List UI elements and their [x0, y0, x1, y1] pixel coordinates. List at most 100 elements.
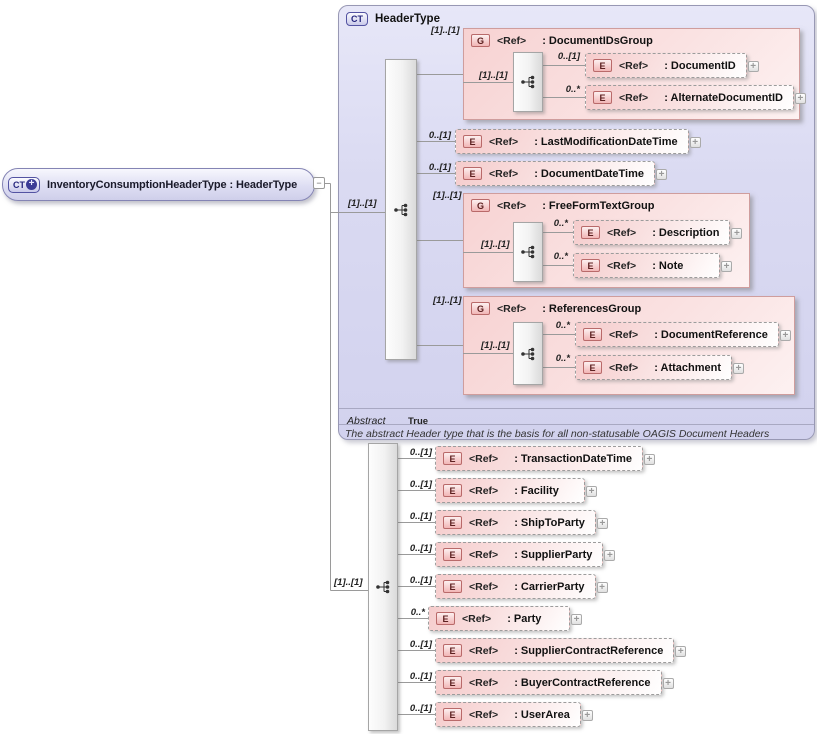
ref-label: <Ref>: [469, 548, 499, 561]
ref-label: <Ref>: [609, 328, 639, 341]
cardinality-label: 0..[1]: [428, 162, 451, 173]
group-name: : FreeFormTextGroup: [542, 199, 655, 212]
ct-label: CT: [13, 179, 25, 190]
element-badge: E: [463, 167, 482, 180]
expand-icon[interactable]: +: [571, 614, 582, 625]
cardinality-label: 0..[1]: [409, 543, 432, 554]
cardinality-label: [1]..[1]: [431, 25, 460, 36]
expand-icon[interactable]: +: [733, 363, 745, 374]
element-badge: E: [583, 328, 602, 341]
element-name: : CarrierParty: [514, 580, 585, 593]
element-carrier-party[interactable]: E <Ref> : CarrierParty +: [435, 574, 608, 599]
group-header: G <Ref> : FreeFormTextGroup: [464, 194, 749, 212]
element-badge: E: [436, 612, 455, 625]
root-type-node[interactable]: CT + InventoryConsumptionHeaderType : He…: [2, 168, 315, 201]
element-name: : AlternateDocumentID: [664, 91, 783, 104]
sequence-compositor-lower[interactable]: [368, 443, 398, 731]
ref-label: <Ref>: [619, 91, 649, 104]
ref-label: <Ref>: [497, 34, 527, 47]
sequence-compositor-documentids[interactable]: [513, 52, 543, 112]
sequence-icon: [521, 245, 535, 259]
element-transaction-datetime[interactable]: E <Ref> : TransactionDateTime +: [435, 446, 655, 471]
group-name: : ReferencesGroup: [542, 302, 642, 315]
element-note[interactable]: E <Ref> : Note +: [573, 253, 732, 278]
expand-icon[interactable]: +: [689, 137, 701, 148]
headertype-title: CT HeaderType: [346, 12, 440, 26]
cardinality-label: 0..[1]: [409, 511, 432, 522]
sequence-compositor-freeformtext[interactable]: [513, 222, 543, 282]
cardinality-label: [1]..[1]: [481, 239, 510, 250]
expand-icon[interactable]: +: [779, 330, 791, 341]
cardinality-label: 0..*: [555, 320, 570, 331]
element-badge: E: [593, 59, 612, 72]
collapse-toggle[interactable]: −: [313, 177, 325, 189]
element-badge: E: [581, 226, 600, 239]
ref-label: <Ref>: [462, 612, 492, 625]
expand-icon[interactable]: +: [747, 61, 759, 72]
element-description[interactable]: E <Ref> : Description +: [573, 220, 743, 245]
element-badge: E: [593, 91, 612, 104]
cardinality-label: 0..[1]: [409, 703, 432, 714]
element-supplier-party[interactable]: E <Ref> : SupplierParty +: [435, 542, 616, 567]
element-document-datetime[interactable]: E <Ref> : DocumentDateTime +: [455, 161, 668, 186]
element-supplier-contract-reference[interactable]: E <Ref> : SupplierContractReference +: [435, 638, 687, 663]
ref-label: <Ref>: [607, 259, 637, 272]
expand-icon[interactable]: +: [604, 550, 616, 561]
expand-icon[interactable]: +: [643, 454, 655, 465]
cardinality-label: [1]..[1]: [433, 190, 462, 201]
cardinality-label: 0..[1]: [409, 671, 432, 682]
element-party[interactable]: E <Ref> : Party +: [428, 606, 582, 631]
expand-icon[interactable]: +: [586, 486, 597, 497]
expand-icon[interactable]: +: [675, 646, 687, 657]
expand-icon[interactable]: +: [721, 261, 732, 272]
root-type-label: InventoryConsumptionHeaderType : HeaderT…: [47, 178, 298, 191]
element-badge: E: [443, 580, 462, 593]
headertype-name: HeaderType: [375, 13, 440, 25]
group-badge: G: [471, 199, 490, 212]
element-name: : DocumentReference: [654, 328, 768, 341]
element-alternate-document-id[interactable]: E <Ref> : AlternateDocumentID +: [585, 85, 806, 110]
cardinality-label: 0..*: [553, 218, 568, 229]
element-name: : Attachment: [654, 361, 722, 374]
element-user-area[interactable]: E <Ref> : UserArea +: [435, 702, 593, 727]
element-badge: E: [463, 135, 482, 148]
element-badge: E: [443, 484, 462, 497]
expand-icon[interactable]: +: [662, 678, 674, 689]
ref-label: <Ref>: [469, 580, 499, 593]
cardinality-label: [1]..[1]: [433, 295, 462, 306]
sequence-compositor-main[interactable]: [385, 59, 417, 360]
element-attachment[interactable]: E <Ref> : Attachment +: [575, 355, 745, 380]
cardinality-label: 0..[1]: [409, 447, 432, 458]
element-name: : Party: [507, 612, 542, 625]
expand-icon[interactable]: +: [731, 228, 743, 239]
cardinality-label: 0..[1]: [428, 130, 451, 141]
cardinality-label: 0..*: [410, 607, 425, 618]
expand-icon[interactable]: +: [581, 710, 593, 721]
element-buyer-contract-reference[interactable]: E <Ref> : BuyerContractReference +: [435, 670, 674, 695]
element-facility[interactable]: E <Ref> : Facility +: [435, 478, 597, 503]
expand-icon[interactable]: +: [794, 93, 806, 104]
element-document-id[interactable]: E <Ref> : DocumentID +: [585, 53, 759, 78]
sequence-compositor-references[interactable]: [513, 322, 543, 385]
ref-label: <Ref>: [489, 167, 519, 180]
cardinality-label: 0..[1]: [409, 575, 432, 586]
expand-icon[interactable]: +: [596, 518, 608, 529]
cardinality-label: [1]..[1]: [334, 577, 363, 588]
cardinality-label: 0..[1]: [409, 639, 432, 650]
ref-label: <Ref>: [489, 135, 519, 148]
ref-label: <Ref>: [469, 452, 499, 465]
element-badge: E: [583, 361, 602, 374]
group-name: : DocumentIDsGroup: [542, 34, 653, 47]
element-name: : LastModificationDateTime: [534, 135, 678, 148]
annotation-text: The abstract Header type that is the bas…: [339, 424, 814, 440]
element-name: : ShipToParty: [514, 516, 585, 529]
element-last-modification-datetime[interactable]: E <Ref> : LastModificationDateTime +: [455, 129, 701, 154]
expand-icon[interactable]: +: [656, 169, 668, 180]
ref-label: <Ref>: [469, 708, 499, 721]
sequence-icon: [376, 580, 390, 594]
element-badge: E: [443, 548, 462, 561]
cardinality-label: 0..*: [565, 84, 580, 95]
element-document-reference[interactable]: E <Ref> : DocumentReference +: [575, 322, 791, 347]
expand-icon[interactable]: +: [596, 582, 608, 593]
element-ship-to-party[interactable]: E <Ref> : ShipToParty +: [435, 510, 608, 535]
